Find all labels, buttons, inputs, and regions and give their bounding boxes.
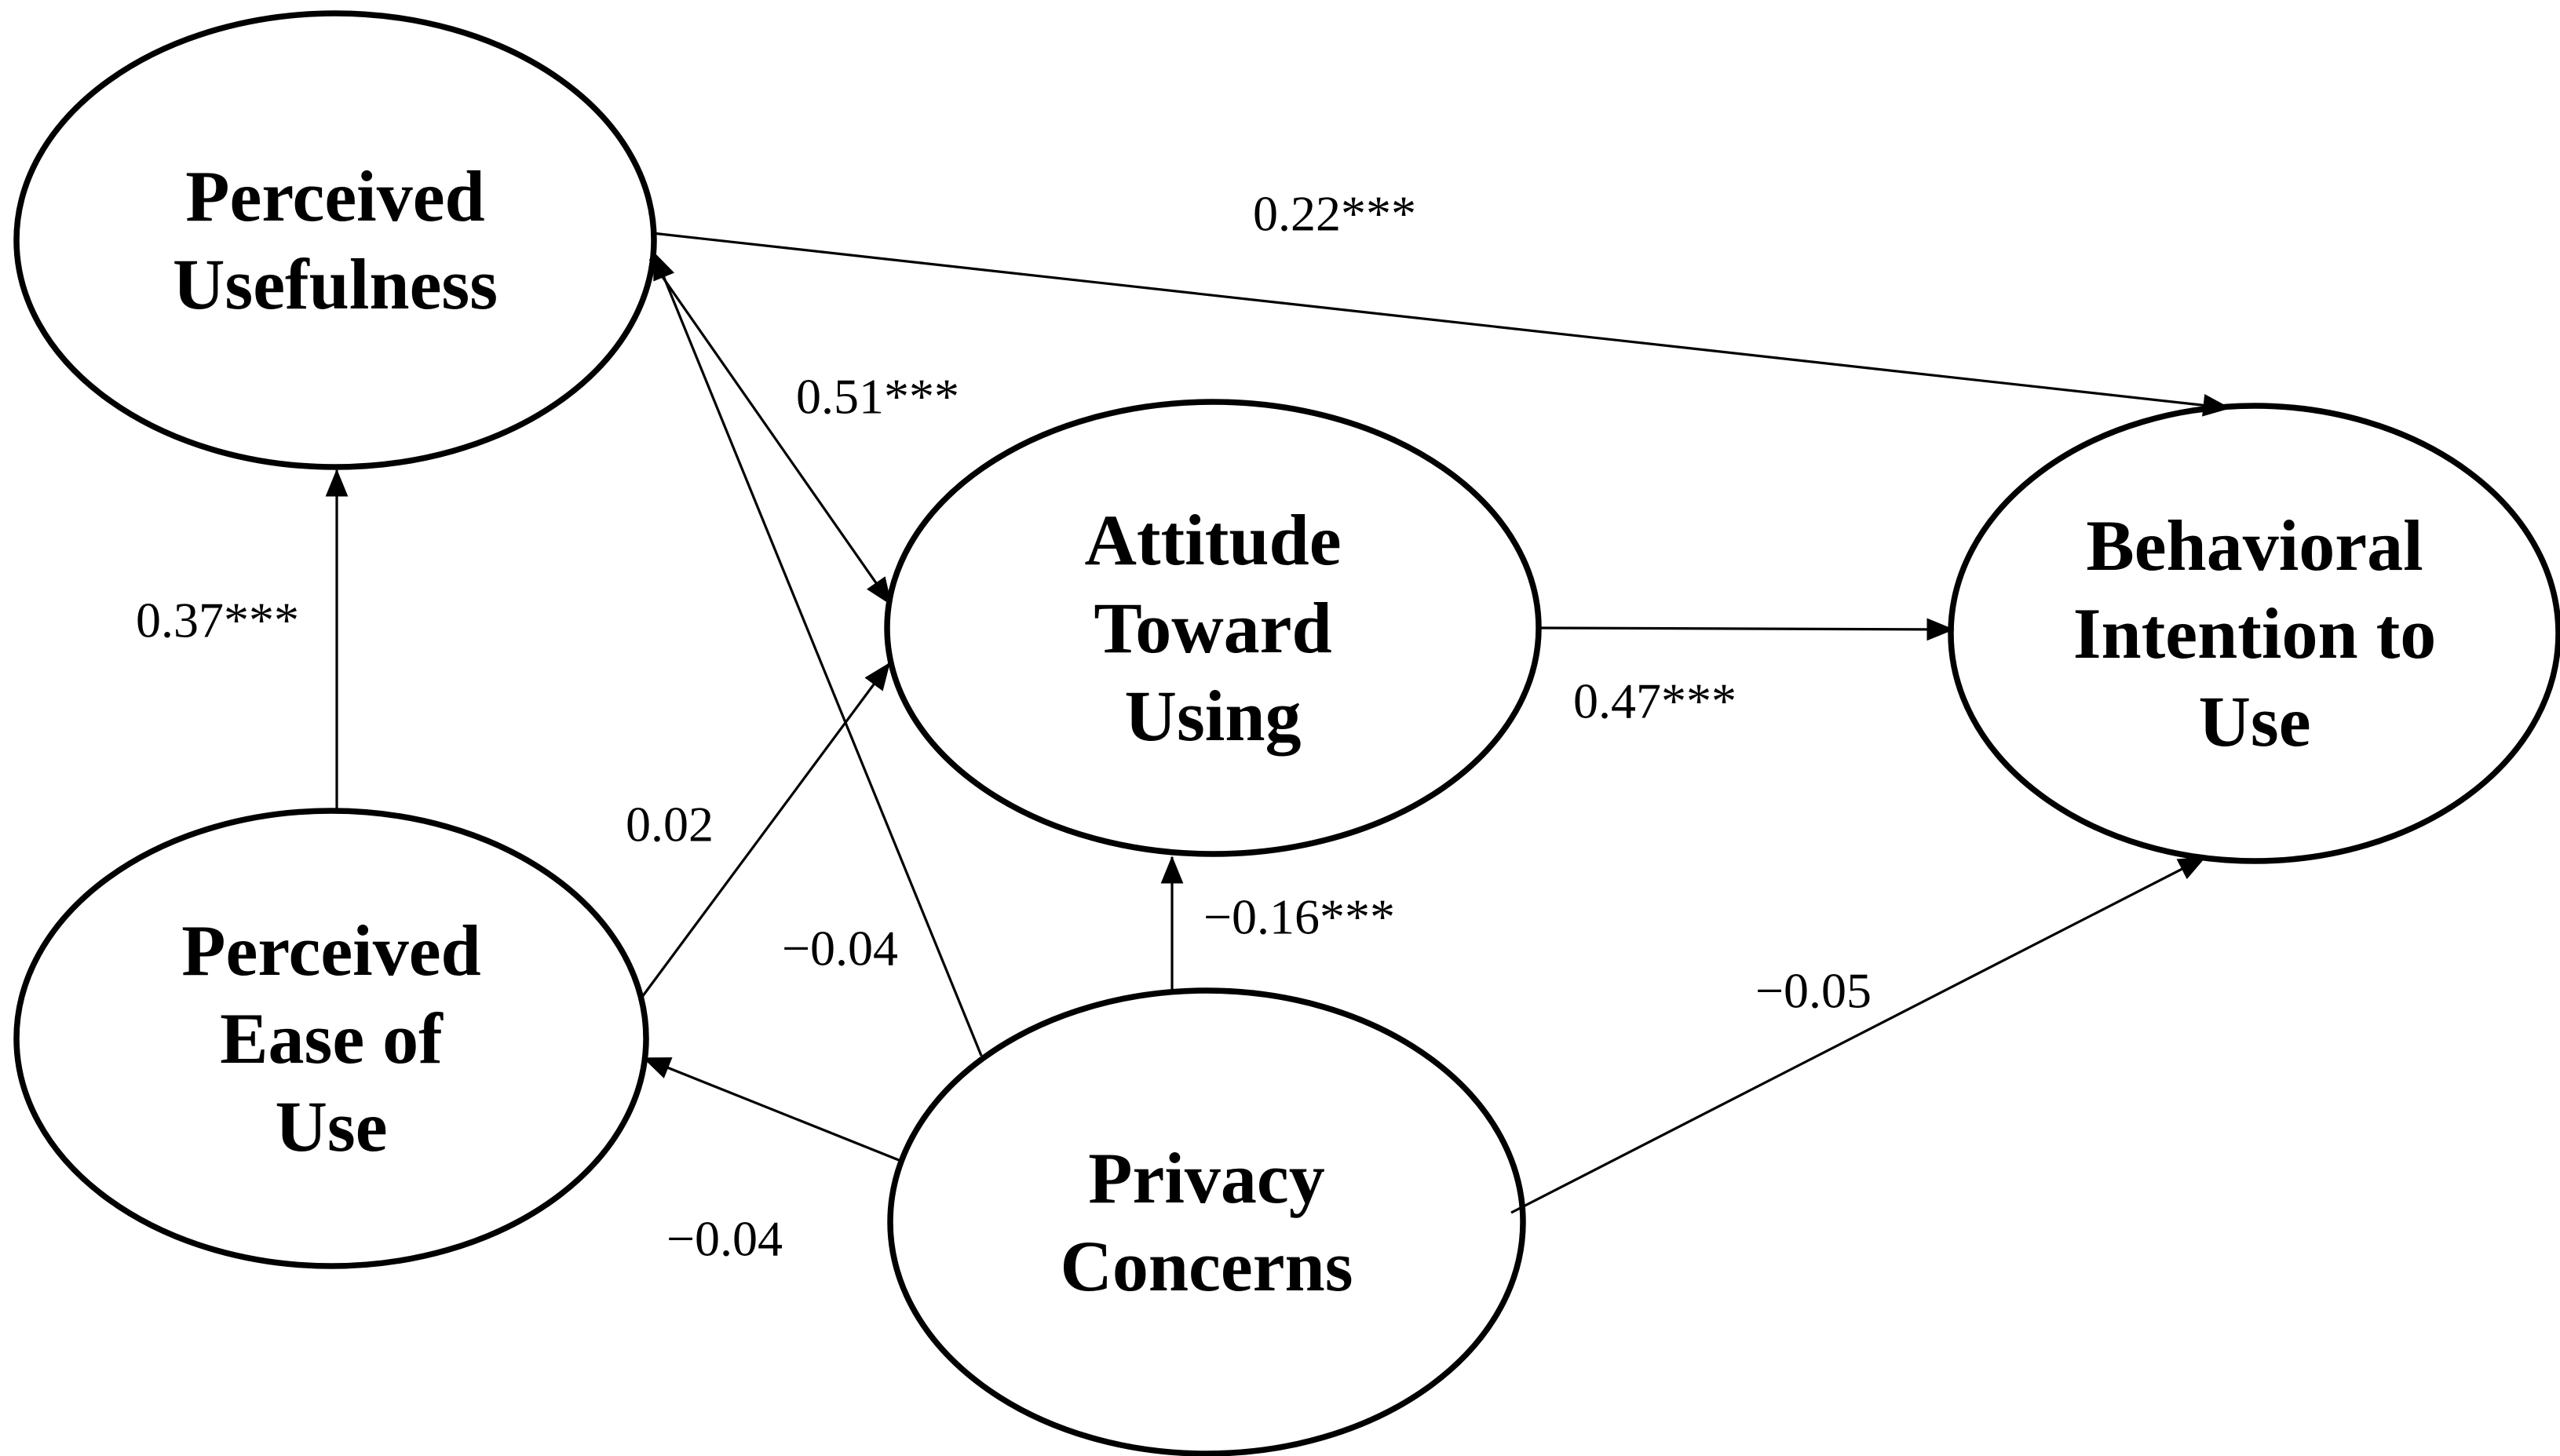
edge-peou-att xyxy=(641,662,891,998)
edge-att-bi xyxy=(1538,618,1955,641)
coefficient-label-pu-att: 0.51*** xyxy=(796,369,959,425)
coefficient-label-peou-att: 0.02 xyxy=(626,797,714,852)
edge-pc-bi xyxy=(1510,856,2207,1214)
edges-layer xyxy=(325,232,2231,1214)
coefficient-label-pu-bi: 0.22*** xyxy=(1253,186,1416,242)
edge-labels-layer: 0.37*** 0.22*** 0.51*** 0.02 −0.04 −0.04 −0.16… xyxy=(136,186,1872,1267)
coefficient-label-att-bi: 0.47*** xyxy=(1573,673,1736,729)
node-ellipse-pu xyxy=(13,10,657,470)
edge-pu-bi xyxy=(652,232,2231,417)
node-ellipse-pc xyxy=(887,987,1526,1456)
coefficient-label-pc-att: −0.16*** xyxy=(1203,889,1395,945)
edge-pc-pu xyxy=(652,251,983,1056)
coefficient-label-pc-bi: −0.05 xyxy=(1755,963,1872,1019)
edge-pu-att xyxy=(648,258,893,606)
coefficient-label-peou-pu: 0.37*** xyxy=(136,593,299,648)
node-ellipse-peou xyxy=(13,808,649,1269)
edge-pc-peou xyxy=(642,1056,904,1163)
coefficient-label-pc-pu: −0.04 xyxy=(782,921,898,976)
coefficient-label-pc-peou: −0.04 xyxy=(666,1211,783,1267)
